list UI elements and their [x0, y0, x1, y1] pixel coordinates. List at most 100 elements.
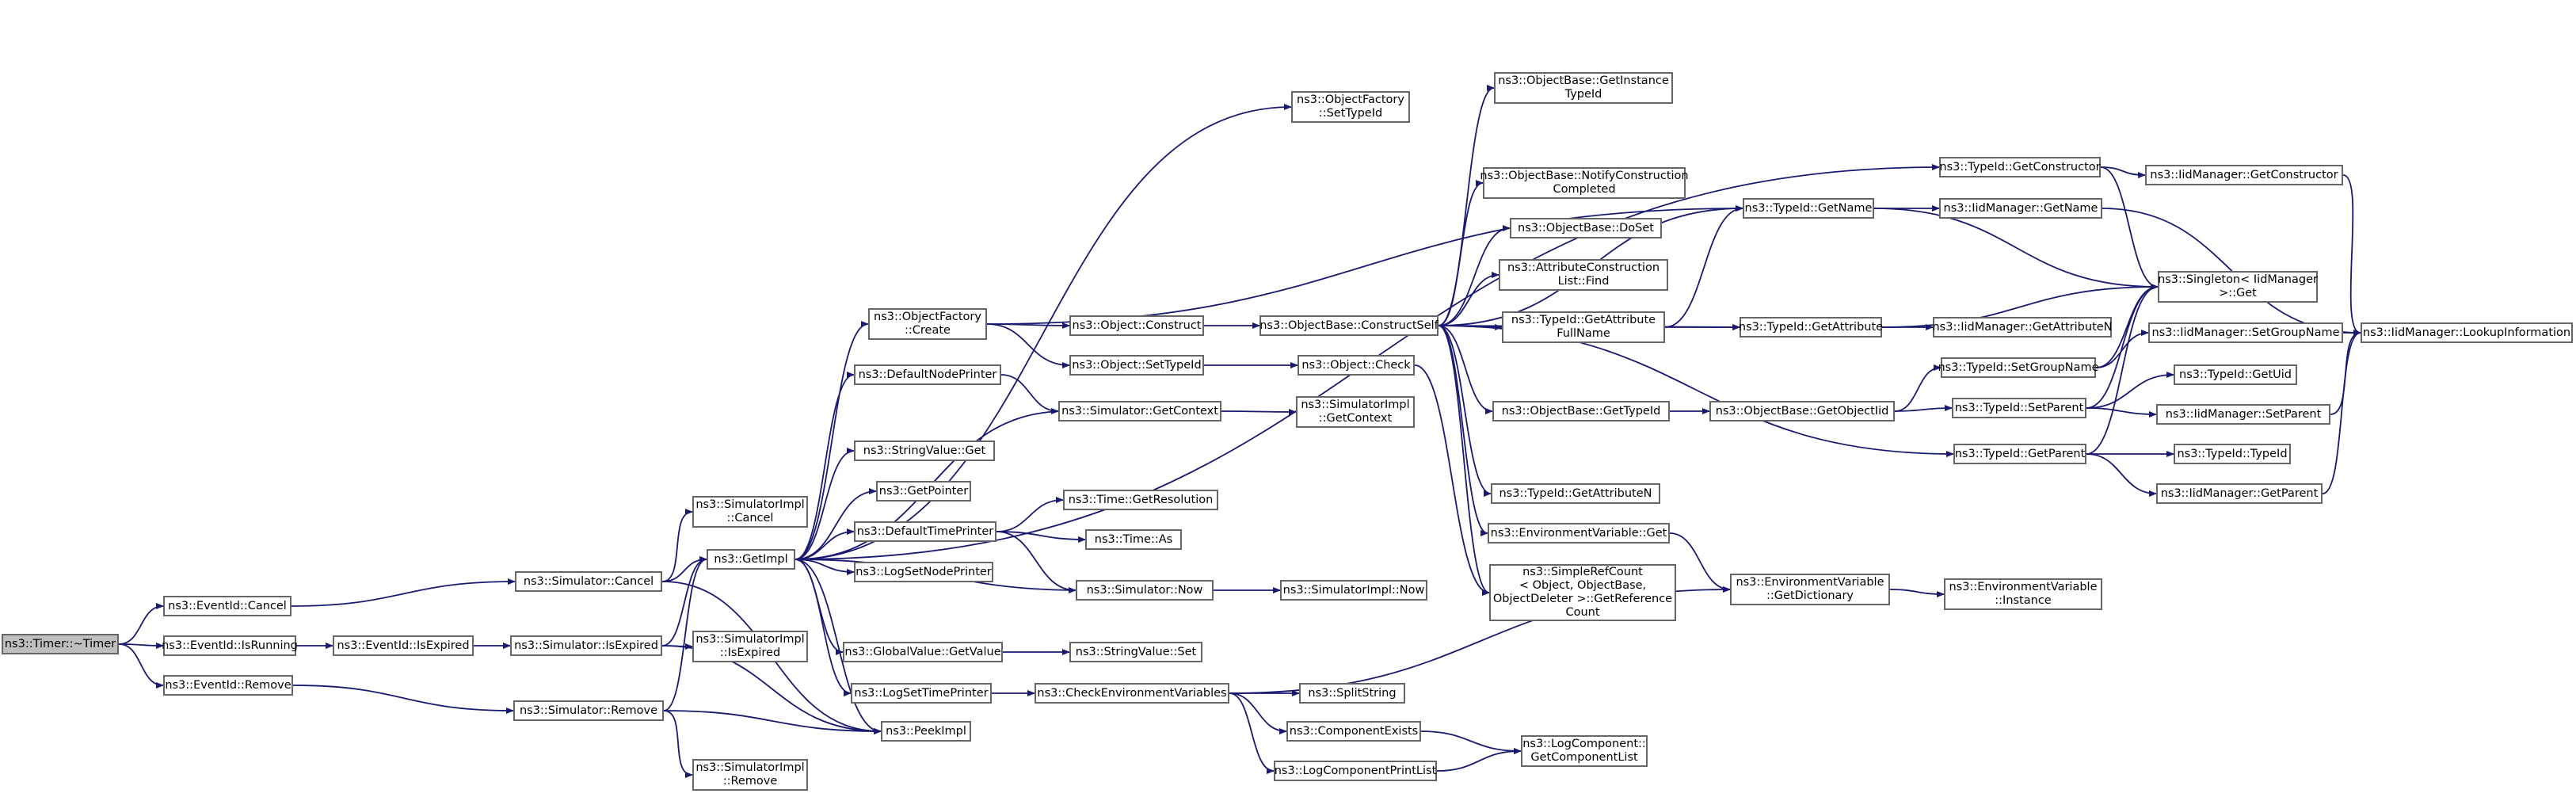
edge-objbase-constructself-to-simplerefcount-getreferencecount — [1438, 325, 1490, 596]
node-object-construct[interactable]: ns3::Object::Construct — [1069, 315, 1204, 336]
node-defaultnodeprinter[interactable]: ns3::DefaultNodePrinter — [854, 364, 1001, 385]
node-iidmanager-getconstructor[interactable]: ns3::IidManager::GetConstructor — [2145, 165, 2343, 185]
node-label-line: ::GetDictionary — [1766, 589, 1854, 602]
node-objfactory-settypeid[interactable]: ns3::ObjectFactory::SetTypeId — [1291, 91, 1410, 123]
node-eventid-remove[interactable]: ns3::EventId::Remove — [163, 675, 293, 696]
node-label-line: ns3::EventId::IsRunning — [162, 639, 298, 652]
node-iidmanager-getname[interactable]: ns3::IidManager::GetName — [1939, 198, 2102, 219]
node-object-check[interactable]: ns3::Object::Check — [1298, 355, 1415, 376]
edge-envvar-getdictionary-to-envvar-instance — [1889, 589, 1945, 597]
node-label-line: ns3::Object::Check — [1301, 358, 1411, 372]
edge-getimpl-to-objfactory-create — [795, 321, 869, 560]
node-peekimpl[interactable]: ns3::PeekImpl — [881, 721, 971, 742]
edge-defaulttimeprinter-to-sim-now — [996, 531, 1077, 593]
node-stringvalue-get[interactable]: ns3::StringValue::Get — [854, 441, 995, 461]
node-label-line: ns3::GetPointer — [878, 484, 969, 498]
node-eventid-cancel[interactable]: ns3::EventId::Cancel — [163, 596, 292, 616]
edge-sim-remove-to-simimpl-remove — [663, 710, 693, 778]
node-globalvalue-getvalue[interactable]: ns3::GlobalValue::GetValue — [843, 642, 1003, 662]
edge-typeid-getconstructor-to-iidmanager-getconstructor — [2100, 166, 2146, 178]
node-label-line: GetComponentList — [1530, 751, 1638, 764]
node-simimpl-getcontext[interactable]: ns3::SimulatorImpl::GetContext — [1296, 396, 1415, 428]
node-label-line: ns3::Time::As — [1094, 532, 1173, 546]
node-iidmanager-lookupinformation[interactable]: ns3::IidManager::LookupInformation — [2361, 322, 2573, 343]
node-objbase-doset[interactable]: ns3::ObjectBase::DoSet — [1510, 218, 1662, 238]
node-simimpl-remove[interactable]: ns3::SimulatorImpl::Remove — [692, 759, 808, 791]
node-label-line: ns3::AttributeConstruction — [1507, 261, 1660, 274]
edge-typeid-getattribute-to-singleton-get — [1881, 284, 2159, 328]
node-checkenvvars[interactable]: ns3::CheckEnvironmentVariables — [1035, 683, 1229, 704]
edge-sim-cancel-to-simimpl-cancel — [661, 509, 693, 582]
node-sim-isexpired[interactable]: ns3::Simulator::IsExpired — [510, 635, 662, 656]
node-simimpl-cancel[interactable]: ns3::SimulatorImpl::Cancel — [692, 496, 808, 528]
node-singleton-get[interactable]: ns3::Singleton< IidManager>::Get — [2158, 271, 2318, 303]
node-stringvalue-set[interactable]: ns3::StringValue::Set — [1069, 642, 1202, 662]
node-getpointer[interactable]: ns3::GetPointer — [876, 481, 971, 502]
node-label-line: ns3::TypeId::GetAttribute — [1511, 314, 1656, 326]
node-objbase-gettypeid[interactable]: ns3::ObjectBase::GetTypeId — [1492, 401, 1670, 421]
node-typeid-getuid[interactable]: ns3::TypeId::GetUid — [2174, 364, 2297, 385]
node-object-settypeid[interactable]: ns3::Object::SetTypeId — [1069, 355, 1204, 376]
node-objbase-constructself[interactable]: ns3::ObjectBase::ConstructSelf — [1259, 315, 1439, 336]
node-componentexists[interactable]: ns3::ComponentExists — [1286, 721, 1421, 742]
node-time-as[interactable]: ns3::Time::As — [1085, 529, 1182, 550]
node-label-line: ns3::TypeId::SetGroupName — [1938, 360, 2099, 374]
edge-sim-remove-to-getimpl — [663, 556, 707, 711]
node-logsettimeprinter[interactable]: ns3::LogSetTimePrinter — [851, 683, 992, 704]
edge-defaulttimeprinter-to-time-as — [996, 531, 1086, 543]
node-logcomponentprintlist[interactable]: ns3::LogComponentPrintList — [1274, 761, 1437, 781]
node-typeid-getparent[interactable]: ns3::TypeId::GetParent — [1953, 444, 2086, 464]
node-sim-getcontext[interactable]: ns3::Simulator::GetContext — [1058, 401, 1221, 421]
node-simimpl-isexpired[interactable]: ns3::SimulatorImpl::IsExpired — [692, 631, 808, 662]
node-typeid-getattributen[interactable]: ns3::TypeId::GetAttributeN — [1491, 483, 1660, 504]
node-label-line: ns3::EnvironmentVariable — [1736, 576, 1884, 589]
node-label-line: ns3::IidManager::GetParent — [2160, 486, 2319, 500]
node-label-line: ns3::LogComponentPrintList — [1274, 764, 1437, 777]
node-splitstring[interactable]: ns3::SplitString — [1299, 683, 1405, 704]
node-iidmanager-setparent[interactable]: ns3::IidManager::SetParent — [2156, 404, 2330, 425]
node-label-line: ns3::Simulator::Now — [1086, 583, 1203, 597]
node-label-line: ns3::DefaultTimePrinter — [856, 524, 994, 538]
node-defaulttimeprinter[interactable]: ns3::DefaultTimePrinter — [854, 521, 996, 542]
node-sim-now[interactable]: ns3::Simulator::Now — [1076, 580, 1214, 601]
node-typeid-getattribute[interactable]: ns3::TypeId::GetAttribute — [1738, 317, 1884, 338]
node-sim-cancel[interactable]: ns3::Simulator::Cancel — [515, 571, 662, 592]
node-typeid-setparent[interactable]: ns3::TypeId::SetParent — [1952, 398, 2086, 418]
node-typeid-getconstructor[interactable]: ns3::TypeId::GetConstructor — [1939, 157, 2101, 177]
node-typeid-getname[interactable]: ns3::TypeId::GetName — [1743, 198, 1874, 219]
node-label-line: ns3::IidManager::GetName — [1943, 201, 2098, 215]
edge-typeid-getparent-to-singleton-get — [2086, 284, 2159, 455]
node-iidmanager-getparent[interactable]: ns3::IidManager::GetParent — [2156, 483, 2323, 504]
node-getimpl[interactable]: ns3::GetImpl — [707, 549, 795, 570]
node-iidmanager-getattributen[interactable]: ns3::IidManager::GetAttributeN — [1932, 317, 2113, 338]
node-eventid-isrunning[interactable]: ns3::EventId::IsRunning — [162, 635, 298, 656]
node-typeid-typeid[interactable]: ns3::TypeId::TypeId — [2174, 444, 2291, 464]
edge-checkenvvars-to-componentexists — [1229, 692, 1287, 734]
edge-getimpl-to-defaultnodeprinter — [795, 372, 855, 560]
node-time-getresolution[interactable]: ns3::Time::GetResolution — [1063, 490, 1218, 510]
node-simimpl-now[interactable]: ns3::SimulatorImpl::Now — [1280, 580, 1427, 601]
node-label-line: ns3::ObjectBase::GetObjectIid — [1715, 404, 1889, 418]
node-envvar-getdictionary[interactable]: ns3::EnvironmentVariable::GetDictionary — [1730, 574, 1890, 605]
node-label-line: ::Remove — [722, 775, 778, 788]
node-iidmanager-setgroupname[interactable]: ns3::IidManager::SetGroupName — [2148, 322, 2343, 343]
node-objbase-getobjectiid[interactable]: ns3::ObjectBase::GetObjectIid — [1709, 401, 1895, 421]
node-typeid-setgroupname[interactable]: ns3::TypeId::SetGroupName — [1938, 357, 2099, 378]
node-label-line: ns3::TypeId::GetAttribute — [1738, 320, 1884, 334]
node-simplerefcount-getreferencecount[interactable]: ns3::SimpleRefCount< Object, ObjectBase,… — [1489, 564, 1676, 621]
node-envvar-instance[interactable]: ns3::EnvironmentVariable::Instance — [1944, 578, 2102, 610]
node-label-line: ns3::Simulator::Remove — [519, 704, 658, 717]
node-logsetnodeprinter[interactable]: ns3::LogSetNodePrinter — [854, 562, 993, 582]
node-logcomponent-getcomponentlist[interactable]: ns3::LogComponent::GetComponentList — [1521, 735, 1648, 767]
node-label-line: ns3::Object::SetTypeId — [1072, 358, 1202, 372]
node-label-line: ns3::SimulatorImpl — [1301, 399, 1410, 411]
node-envvar-get[interactable]: ns3::EnvironmentVariable::Get — [1488, 523, 1670, 544]
node-eventid-isexpired[interactable]: ns3::EventId::IsExpired — [333, 635, 474, 656]
node-sim-remove[interactable]: ns3::Simulator::Remove — [513, 700, 664, 721]
node-label-line: ::GetContext — [1318, 412, 1393, 425]
node-objfactory-create[interactable]: ns3::ObjectFactory::Create — [868, 308, 987, 340]
